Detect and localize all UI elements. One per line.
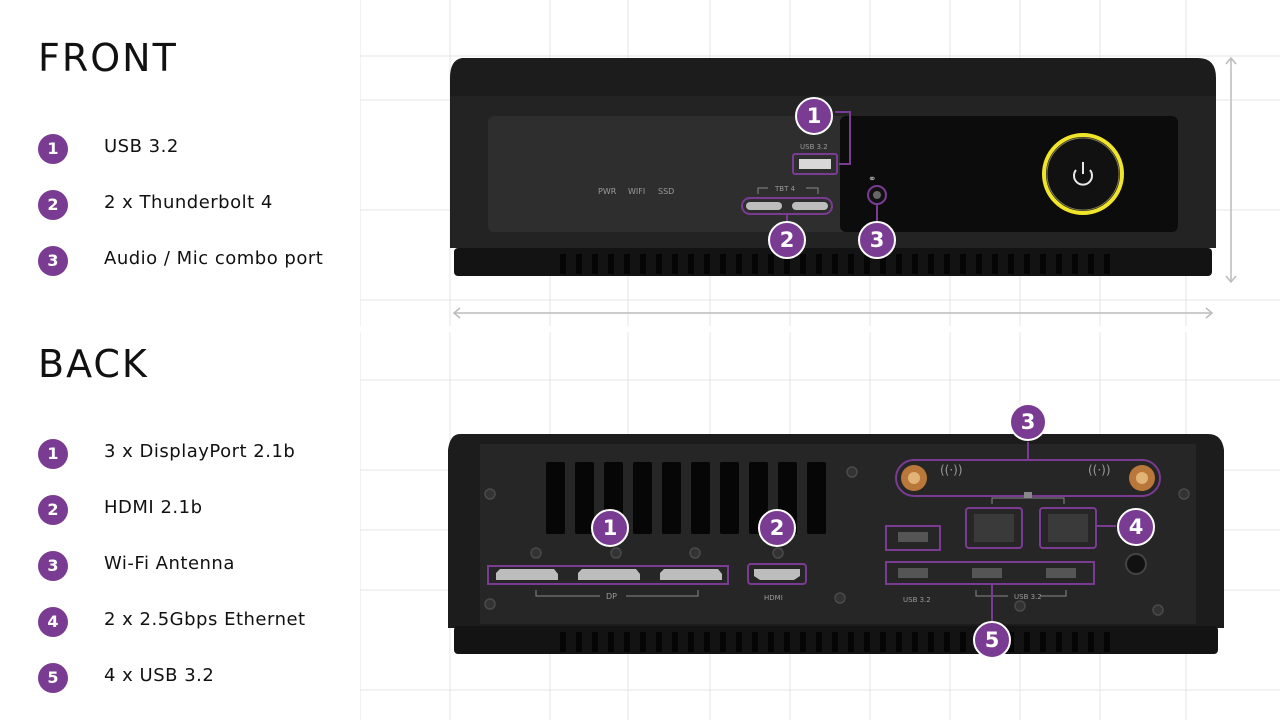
displayport-1 [496, 569, 558, 580]
port-label: 3 x DisplayPort 2.1b [104, 441, 296, 462]
hdmi-label: HDMI [764, 594, 783, 602]
number-badge: 5 [38, 663, 68, 693]
callout-5: 5 [973, 621, 1011, 659]
usb-port-4 [1046, 568, 1076, 578]
port-label: USB 3.2 [104, 136, 179, 157]
power-icon [1073, 169, 1093, 186]
antenna-icon: ((·)) [1088, 463, 1111, 477]
headset-icon: ⚭ [868, 174, 876, 185]
callout-2: 2 [758, 509, 796, 547]
pwr-led-label: PWR [598, 187, 617, 196]
number-badge: 2 [38, 495, 68, 525]
usb-port-1 [898, 532, 928, 542]
callout-3: 3 [1009, 403, 1047, 441]
front-title: FRONT [38, 36, 178, 80]
callout-number: 3 [1021, 410, 1036, 434]
thunderbolt-port-1 [746, 202, 782, 210]
ethernet-port-2 [1039, 507, 1097, 549]
ssd-led-label: SSD [658, 187, 674, 196]
callout-1: 1 [591, 509, 629, 547]
callout-number: 3 [870, 228, 885, 252]
dp-ports-highlight [487, 565, 729, 585]
usb-port-highlight [792, 153, 838, 175]
number-badge: 1 [38, 439, 68, 469]
back-title: BACK [38, 342, 149, 386]
usb-label-left: USB 3.2 [903, 596, 931, 604]
vent-slots [560, 254, 1110, 274]
hdmi-port-highlight [747, 563, 807, 585]
port-label: 2 x Thunderbolt 4 [104, 192, 273, 213]
hdmi-port [754, 569, 800, 580]
displayport-2 [578, 569, 640, 580]
callout-number: 5 [985, 628, 1000, 652]
screws [484, 466, 1190, 616]
dp-label: DP [606, 592, 617, 601]
round-button [1125, 553, 1147, 575]
port-label: Wi-Fi Antenna [104, 553, 235, 574]
front-device-image: PWR WIFI SSD USB 3.2 TBT 4 ⚭ 1 2 3 [450, 56, 1237, 319]
usb-port-2 [898, 568, 928, 578]
number-badge: 2 [38, 190, 68, 220]
tbt-label: TBT 4 [774, 185, 796, 193]
usb-port-label: USB 3.2 [800, 143, 828, 151]
thunderbolt-port-2 [792, 202, 828, 210]
usb-ports-highlight [885, 561, 1095, 585]
callout-3: 3 [858, 221, 896, 259]
callout-1: 1 [795, 97, 833, 135]
ethernet-port-1 [965, 507, 1023, 549]
callout-number: 1 [603, 516, 618, 540]
back-device-image: DP HDMI ((·)) ((·)) USB 3.2 USB 3.2 1 2 … [448, 403, 1224, 659]
wifi-led-label: WIFI [628, 187, 645, 196]
usb-port-3 [972, 568, 1002, 578]
port-label: HDMI 2.1b [104, 497, 203, 518]
number-badge: 3 [38, 551, 68, 581]
callout-number: 2 [770, 516, 785, 540]
port-label: 2 x 2.5Gbps Ethernet [104, 609, 306, 630]
number-badge: 3 [38, 246, 68, 276]
usb-a-port [799, 159, 831, 169]
callout-2: 2 [768, 221, 806, 259]
dimension-arrows [452, 56, 1237, 319]
usb-label-right: USB 3.2 [1014, 593, 1042, 601]
antenna-icon: ((·)) [940, 463, 963, 477]
callout-number: 1 [807, 104, 822, 128]
number-badge: 1 [38, 134, 68, 164]
callout-4: 4 [1117, 508, 1155, 546]
port-label: 4 x USB 3.2 [104, 665, 215, 686]
port-label: Audio / Mic combo port [104, 248, 324, 269]
vent-slots [560, 632, 1110, 652]
callout-number: 4 [1129, 515, 1144, 539]
callout-number: 2 [780, 228, 795, 252]
network-icon [1024, 492, 1032, 498]
number-badge: 4 [38, 607, 68, 637]
displayport-3 [660, 569, 722, 580]
